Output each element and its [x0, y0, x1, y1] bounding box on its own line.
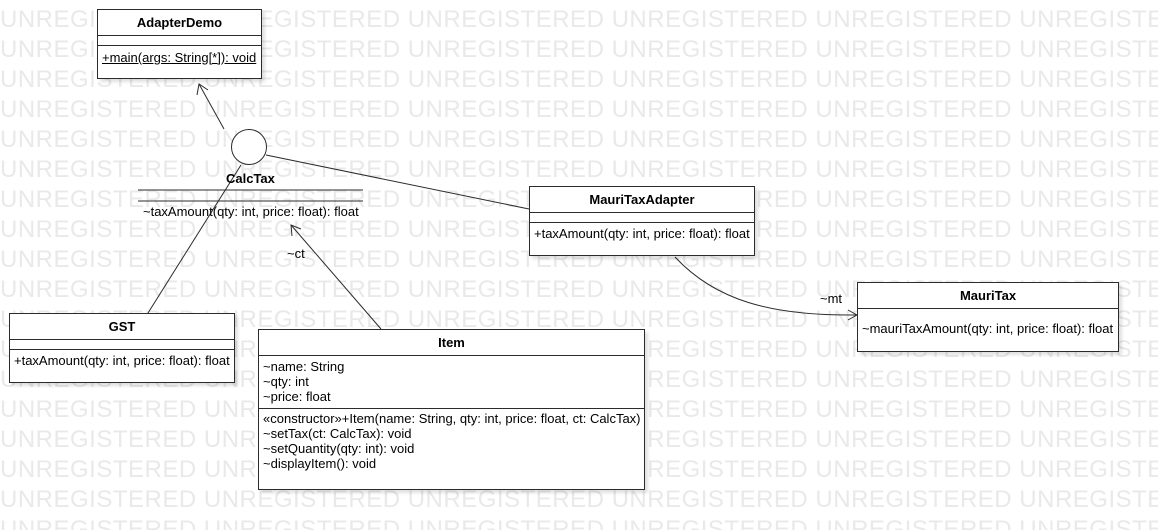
class-name: MauriTax: [858, 283, 1118, 309]
realization-line-mauritaxadapter: [265, 154, 530, 210]
watermark-row: UNREGISTERED UNREGISTERED UNREGISTERED U…: [0, 96, 1158, 123]
class-mauritax[interactable]: MauriTax ~mauriTaxAmount(qty: int, price…: [857, 282, 1119, 352]
watermark-row: UNREGISTERED UNREGISTERED UNREGISTERED U…: [0, 516, 1158, 530]
watermark-row: UNREGISTERED UNREGISTERED UNREGISTERED U…: [0, 126, 1158, 153]
operations-section: +main(args: String[*]): void: [98, 46, 261, 65]
association-arrowhead-ct: [290, 224, 302, 237]
operation-constructor: «constructor»+Item(name: String, qty: in…: [263, 411, 641, 426]
class-name: Item: [259, 330, 644, 356]
attributes-section: [530, 213, 754, 223]
class-mauritaxadapter[interactable]: MauriTaxAdapter +taxAmount(qty: int, pri…: [529, 186, 755, 256]
association-label-mt: ~mt: [820, 291, 843, 306]
attribute-name: ~name: String: [263, 359, 345, 374]
association-label-ct: ~ct: [287, 246, 305, 261]
class-name: GST: [10, 314, 234, 340]
interface-lollipop-circle: [231, 129, 267, 165]
dependency-arrowhead: [196, 83, 209, 96]
attributes-section: [10, 340, 234, 350]
operations-section: +taxAmount(qty: int, price: float): floa…: [530, 223, 754, 241]
attributes-section: ~name: String ~qty: int ~price: float: [259, 356, 644, 409]
class-name: MauriTaxAdapter: [530, 187, 754, 213]
operation-main: +main(args: String[*]): void: [102, 50, 257, 65]
realization-line-gst: [147, 164, 242, 314]
class-name: AdapterDemo: [98, 10, 261, 36]
association-line-item-calctax: [290, 224, 382, 330]
attribute-qty: ~qty: int: [263, 374, 309, 389]
class-adapterdemo[interactable]: AdapterDemo +main(args: String[*]): void: [97, 9, 262, 79]
interface-name-calctax: CalcTax: [226, 171, 275, 186]
watermark-row: UNREGISTERED UNREGISTERED UNREGISTERED U…: [0, 156, 1158, 183]
operations-section: «constructor»+Item(name: String, qty: in…: [259, 409, 644, 471]
operation-setquantity: ~setQuantity(qty: int): void: [263, 441, 415, 456]
operation-mauritaxamount: ~mauriTaxAmount(qty: int, price: float):…: [862, 321, 1114, 336]
class-gst[interactable]: GST +taxAmount(qty: int, price: float): …: [9, 313, 235, 383]
attribute-price: ~price: float: [263, 389, 331, 404]
operation-displayitem: ~displayItem(): void: [263, 456, 377, 471]
attributes-section: [98, 36, 261, 46]
operations-section: +taxAmount(qty: int, price: float): floa…: [10, 350, 234, 368]
dependency-line-calctax-adapterdemo: [198, 83, 225, 130]
interface-operation-taxamount: ~taxAmount(qty: int, price: float): floa…: [143, 204, 359, 219]
association-curve-mauritax: [674, 256, 858, 316]
operations-section: ~mauriTaxAmount(qty: int, price: float):…: [858, 309, 1118, 336]
operation-taxamount: +taxAmount(qty: int, price: float): floa…: [534, 226, 750, 241]
class-item[interactable]: Item ~name: String ~qty: int ~price: flo…: [258, 329, 645, 490]
operation-taxamount: +taxAmount(qty: int, price: float): floa…: [14, 353, 230, 368]
operation-settax: ~setTax(ct: CalcTax): void: [263, 426, 412, 441]
watermark-row: UNREGISTERED UNREGISTERED UNREGISTERED U…: [0, 486, 1158, 513]
